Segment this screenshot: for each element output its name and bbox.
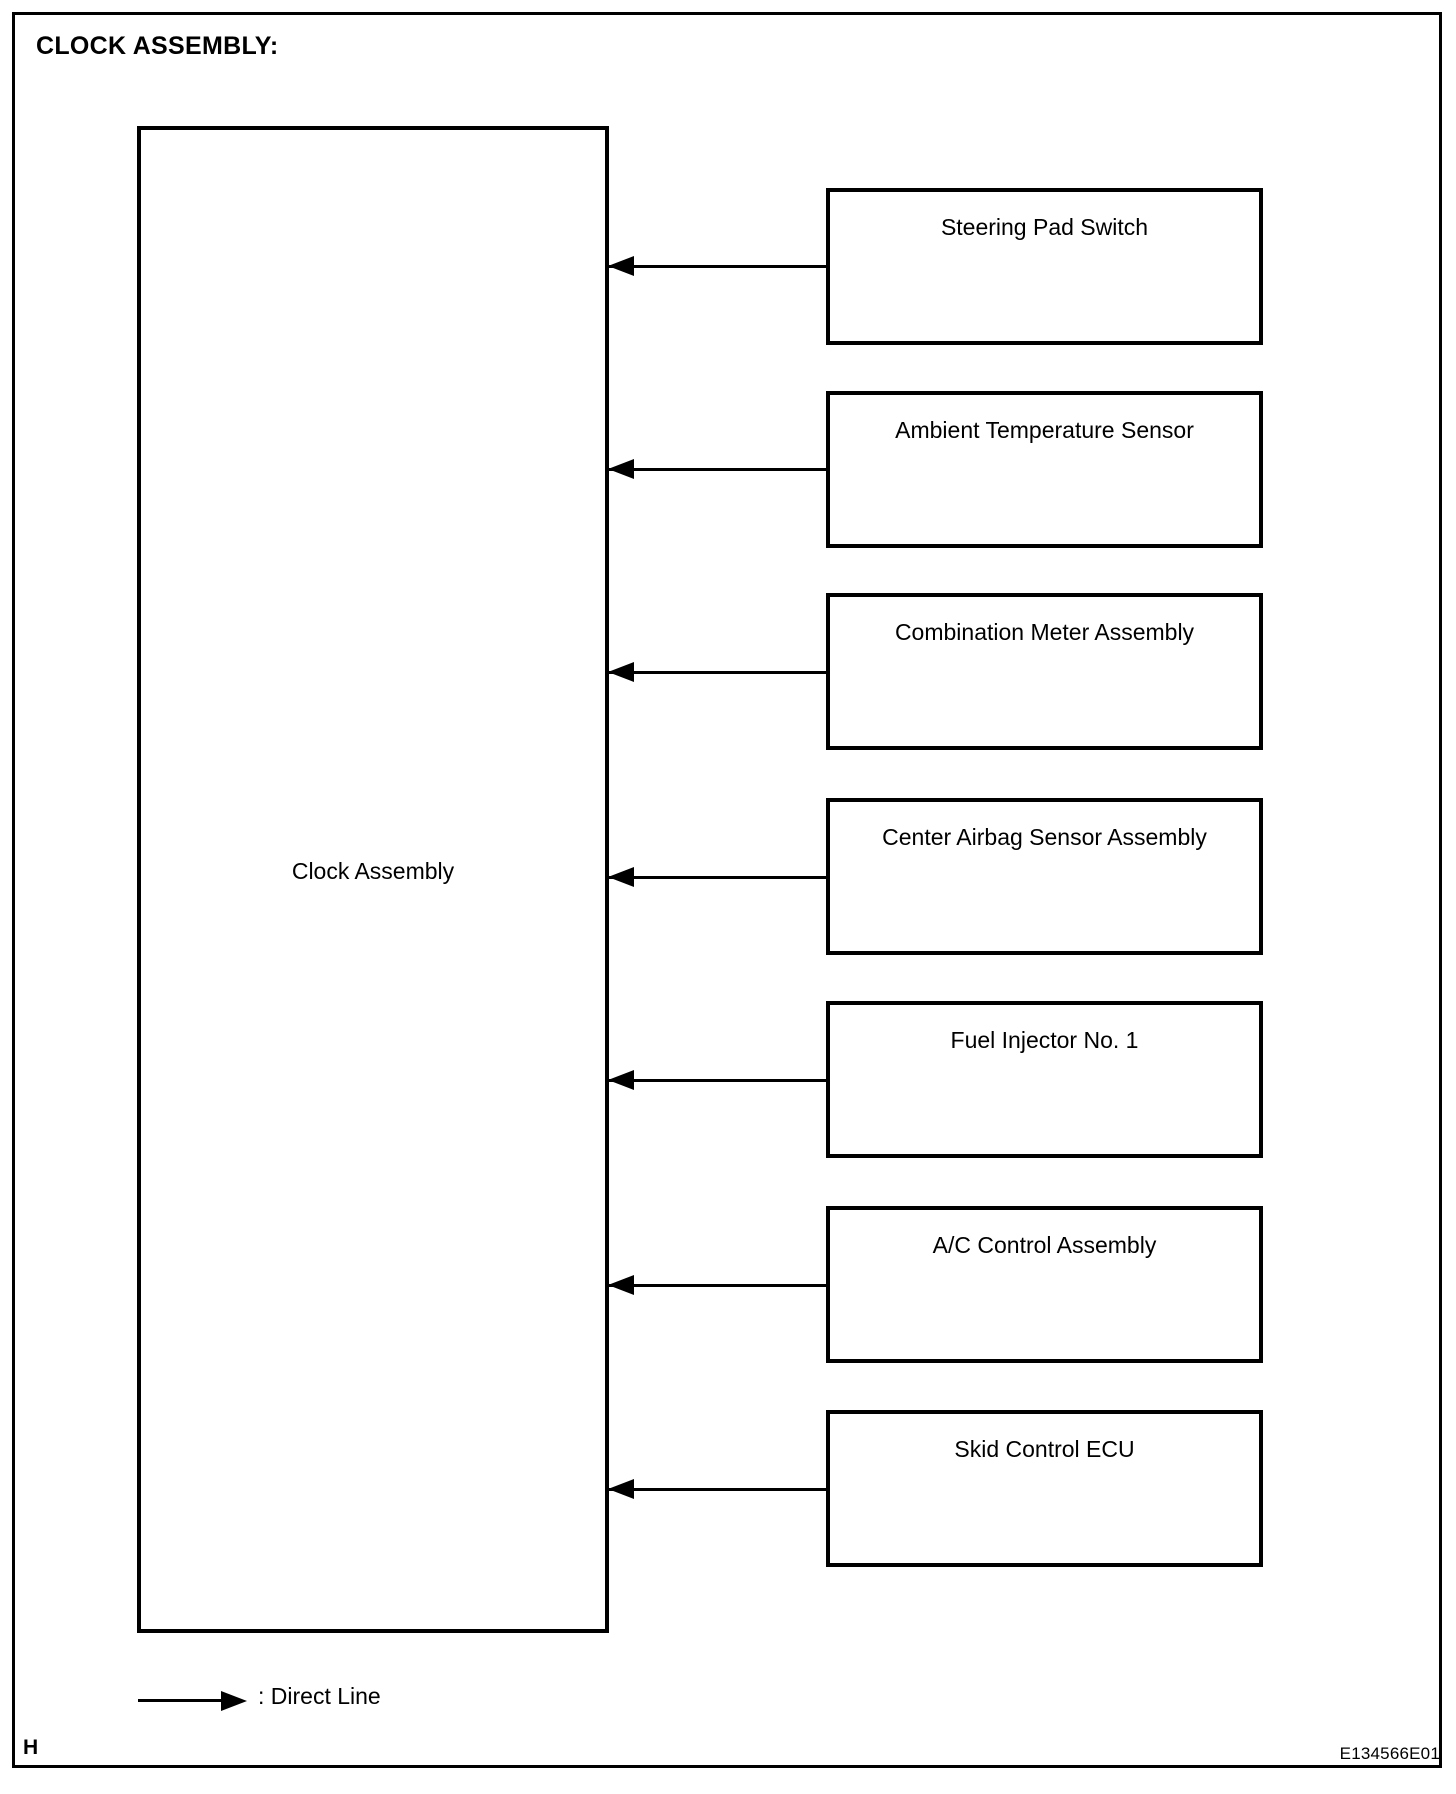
legend-label: : Direct Line (258, 1683, 381, 1709)
node-label: Center Airbag Sensor Assembly (882, 824, 1207, 850)
node-label: A/C Control Assembly (932, 1232, 1157, 1258)
connector-arrow-skid-control-ecu (608, 1479, 826, 1499)
connector-arrow-combination-meter-assembly (608, 662, 826, 682)
node-ac-control-assembly: A/C Control Assembly (826, 1206, 1263, 1363)
legend-arrow-icon (221, 1691, 247, 1711)
connector-arrow-ambient-temperature-sensor (608, 459, 826, 479)
node-label: Combination Meter Assembly (894, 619, 1195, 645)
node-label: Skid Control ECU (954, 1436, 1135, 1462)
legend-line-icon (138, 1699, 222, 1702)
connector-arrow-ac-control-assembly (608, 1275, 826, 1295)
connector-arrow-steering-pad-switch (608, 256, 826, 276)
page-title: CLOCK ASSEMBLY: (36, 32, 279, 60)
page-section-letter: H (23, 1736, 39, 1759)
main-node-label: Clock Assembly (291, 858, 455, 884)
main-node-clock-assembly: Clock Assembly (137, 126, 609, 1633)
connector-arrow-fuel-injector-no-1 (608, 1070, 826, 1090)
node-combination-meter-assembly: Combination Meter Assembly (826, 593, 1263, 750)
node-label: Fuel Injector No. 1 (950, 1027, 1139, 1053)
node-center-airbag-sensor-assembly: Center Airbag Sensor Assembly (826, 798, 1263, 955)
node-steering-pad-switch: Steering Pad Switch (826, 188, 1263, 345)
node-fuel-injector-no-1: Fuel Injector No. 1 (826, 1001, 1263, 1158)
connector-arrow-center-airbag-sensor-assembly (608, 867, 826, 887)
node-label: Steering Pad Switch (940, 214, 1149, 240)
figure-reference-code: E134566E01 (1339, 1744, 1440, 1763)
node-skid-control-ecu: Skid Control ECU (826, 1410, 1263, 1567)
node-label: Ambient Temperature Sensor (895, 417, 1194, 443)
page-border (12, 12, 1442, 1768)
node-ambient-temperature-sensor: Ambient Temperature Sensor (826, 391, 1263, 548)
